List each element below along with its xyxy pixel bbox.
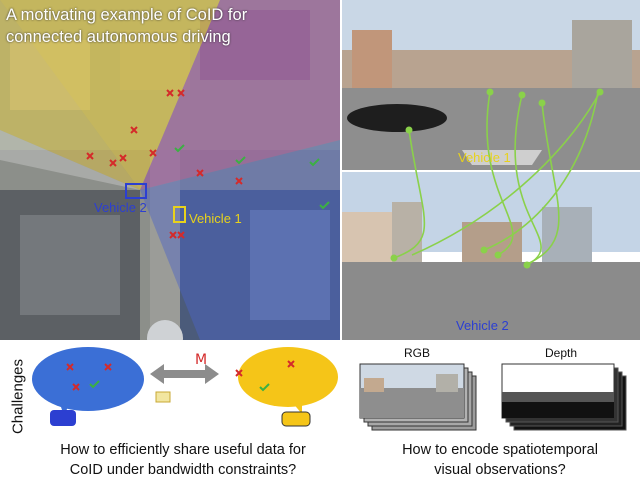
challenge-question-2: How to encode spatiotemporal visual obse… [402, 442, 598, 478]
rgb-frame-stack [359, 363, 477, 431]
depth-frame-stack [501, 363, 627, 431]
challenges-section-label: Challenges [9, 358, 27, 435]
data-sharing-illustration: M [32, 347, 338, 427]
vehicle-1-camera-view [342, 0, 640, 170]
vehicle-1-aerial-label: Vehicle 1 [189, 211, 242, 226]
aerial-view-image [0, 0, 340, 340]
svg-text:M: M [195, 352, 207, 368]
challenge-question-1: How to efficiently share useful data for… [60, 442, 306, 478]
figure-title: A motivating example of CoID for connect… [6, 6, 248, 46]
vehicle-2-camera-view [342, 172, 640, 340]
vehicle-1-camera-label: Vehicle 1 [458, 150, 511, 165]
depth-label: Depth [545, 346, 578, 360]
vehicle-2-camera-label: Vehicle 2 [456, 318, 509, 333]
vehicle-2-aerial-label: Vehicle 2 [94, 200, 147, 215]
rgb-label: RGB [404, 346, 431, 360]
feature-match-lines [390, 88, 604, 269]
